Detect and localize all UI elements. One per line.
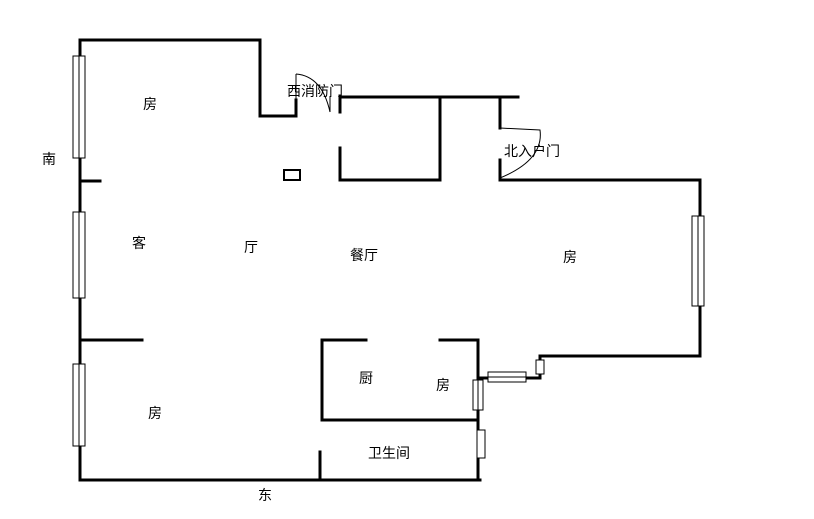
living-ting-label: 厅 <box>244 240 258 256</box>
walls <box>78 38 702 482</box>
west-fire-door-label: 西消防门 <box>287 84 343 100</box>
dining-label: 餐厅 <box>350 248 378 264</box>
fire-door-swing <box>295 73 331 113</box>
entry-door-swing <box>499 127 541 179</box>
bathroom-label: 卫生间 <box>368 446 410 462</box>
doors <box>295 73 541 179</box>
living-ke-label: 客 <box>132 235 146 252</box>
room-bottom-left-label: 房 <box>148 406 162 422</box>
windows <box>72 55 705 459</box>
kitchen-label: 厨 <box>359 371 373 387</box>
compass-east-label: 东 <box>258 488 272 504</box>
window-jog <box>535 359 545 375</box>
room-right-label: 房 <box>563 250 577 266</box>
room-top-left-label: 房 <box>143 97 157 113</box>
room-small-label: 房 <box>436 378 450 394</box>
labels: 房 西消防门 北入户门 南 客 厅 餐厅 房 厨 房 房 卫生间 东 <box>42 84 577 504</box>
compass-south-label: 南 <box>42 152 56 168</box>
column <box>283 169 301 181</box>
window-bathroom <box>476 429 486 459</box>
north-entry-door-label: 北入户门 <box>504 143 560 160</box>
